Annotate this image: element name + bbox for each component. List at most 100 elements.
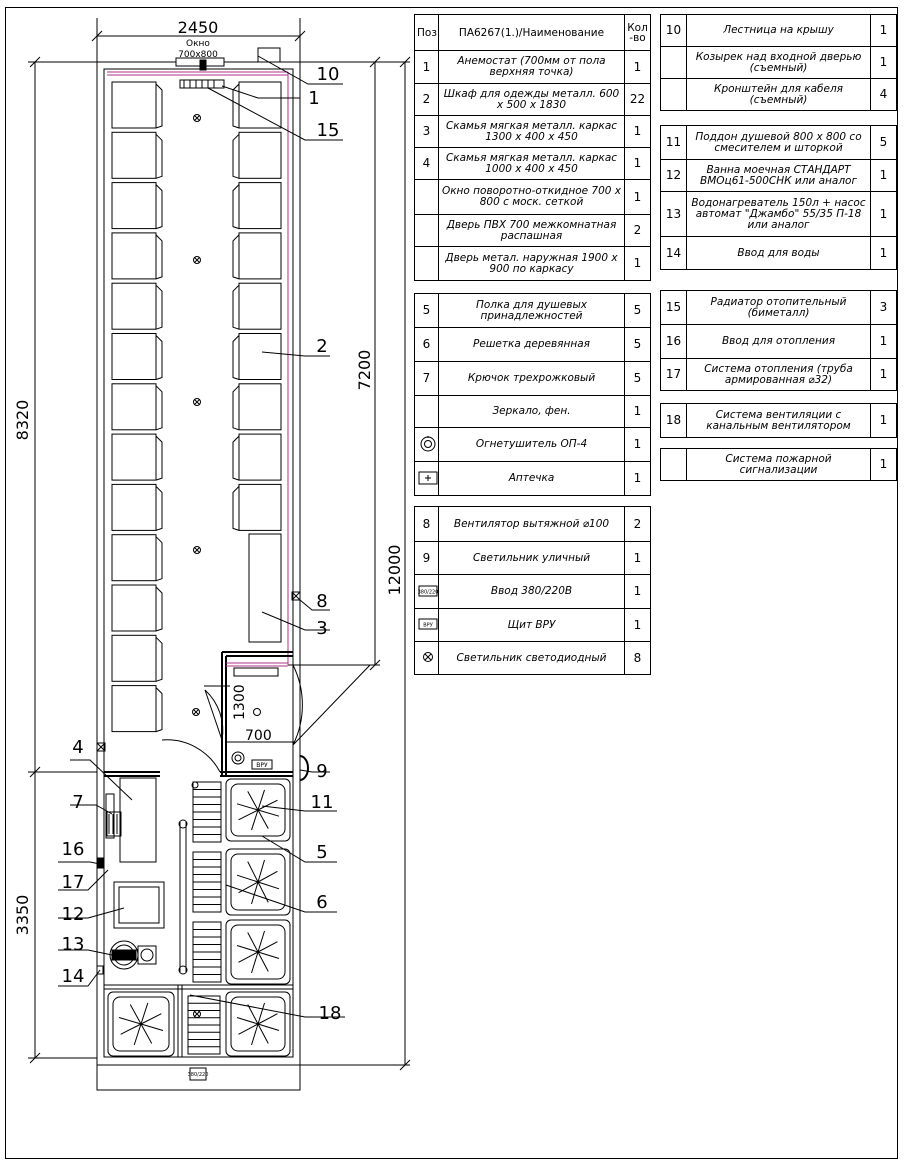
locker-door <box>155 687 163 733</box>
locker <box>111 232 157 280</box>
locker <box>238 81 282 129</box>
spec-pos: 18 <box>660 403 687 438</box>
window-size-label: 700x800 <box>178 50 218 60</box>
bench-3 <box>248 533 282 643</box>
spec-row: Дверь метал. наружная 1900 х 900 по карк… <box>414 246 651 281</box>
spec-name: Огнетушитель ОП-4 <box>438 427 625 462</box>
dim-1300-label: 1300 <box>232 684 248 720</box>
shower-trays <box>107 778 291 1057</box>
svg-text:380/220: 380/220 <box>418 589 439 595</box>
spec-pos: 380/220 <box>414 574 439 609</box>
locker <box>238 232 282 280</box>
dim-3350-label: 3350 <box>13 895 32 936</box>
spec-qty: 1 <box>624 461 651 496</box>
hooks-7 <box>106 811 122 837</box>
shower-tray <box>225 848 291 916</box>
spec-pos <box>414 179 439 215</box>
container-walls <box>96 47 301 1091</box>
locker <box>238 282 282 330</box>
spec-name: Вентилятор вытяжной ⌀100 <box>438 506 625 542</box>
spec-row: Зеркало, фен.1 <box>414 395 651 428</box>
spec-pos: 1 <box>414 50 439 84</box>
callout-10: 10 <box>317 64 340 85</box>
locker <box>111 483 157 531</box>
locker <box>111 131 157 179</box>
shower-tray <box>225 919 291 985</box>
spec-name: Светильник уличный <box>438 541 625 575</box>
fan-8-lower <box>96 742 106 752</box>
callout-1: 1 <box>308 88 319 109</box>
locker <box>238 483 282 531</box>
header-qty: Кол -во <box>624 14 651 51</box>
spec-qty: 1 <box>624 541 651 575</box>
spec-row: Окно поворотно-откидное 700 х 800 с моск… <box>414 179 651 215</box>
locker-door <box>155 435 163 481</box>
locker <box>111 534 157 582</box>
spec-pos: 17 <box>660 358 687 391</box>
heating-input-16 <box>96 857 104 869</box>
spec-pos <box>414 461 439 496</box>
locker <box>111 685 157 733</box>
locker-door <box>232 184 240 230</box>
locker-door <box>232 335 240 380</box>
locker <box>111 584 157 632</box>
locker <box>111 634 157 682</box>
extinguisher <box>231 751 245 765</box>
wash-tub-12 <box>113 881 165 929</box>
extinguisher-icon <box>420 435 436 451</box>
spec-name: Светильник светодиодный <box>438 641 625 675</box>
locker <box>238 131 282 179</box>
callout-17: 17 <box>62 872 85 893</box>
locker-door <box>155 284 163 330</box>
spec-name: Ввод для воды <box>686 236 871 270</box>
spec-pos: 7 <box>414 361 439 396</box>
spec-name: Скамья мягкая металл. каркас 1000 х 400 … <box>438 147 625 180</box>
spec-name: Ввод 380/220В <box>438 574 625 609</box>
water-heater-13 <box>109 940 157 970</box>
power-input-icon: 380/220 <box>418 585 439 596</box>
led-lamp <box>193 398 201 406</box>
spec-name: Радиатор отопительный (биметалл) <box>686 290 871 325</box>
led-lamp <box>193 114 201 122</box>
spec-qty: 1 <box>624 574 651 609</box>
spec-pos: 6 <box>414 327 439 362</box>
spec-pos <box>660 78 687 111</box>
spec-name: Анемостат (700мм от пола верхняя точка) <box>438 50 625 84</box>
spec-name: Поддон душевой 800 х 800 со смесителем и… <box>686 125 871 160</box>
pipes <box>178 819 188 975</box>
spec-qty: 1 <box>870 46 897 79</box>
spec-row: Кронштейн для кабеля (съемный)4 <box>660 78 897 111</box>
callout-4: 4 <box>72 737 83 758</box>
spec-qty: 2 <box>624 506 651 542</box>
led-lamp <box>193 256 201 264</box>
locker-door <box>155 335 163 380</box>
spec-qty: 1 <box>870 403 897 438</box>
water-input-14 <box>96 965 104 975</box>
spec-pos: 12 <box>660 159 687 192</box>
locker <box>238 433 282 481</box>
callout-18: 18 <box>319 1003 342 1024</box>
locker <box>238 333 282 380</box>
shower-tray <box>225 778 291 842</box>
radiator-vestibule <box>233 667 279 677</box>
spec-qty: 1 <box>624 395 651 428</box>
spec-pos <box>414 246 439 281</box>
spec-qty: 1 <box>624 246 651 281</box>
spec-qty: 1 <box>870 324 897 359</box>
callout-14: 14 <box>62 966 85 987</box>
spec-pos: 2 <box>414 83 439 116</box>
spec-pos: 8 <box>414 506 439 542</box>
spec-pos: ВРУ <box>414 608 439 642</box>
callout-6: 6 <box>316 892 327 913</box>
spec-qty: 1 <box>870 358 897 391</box>
